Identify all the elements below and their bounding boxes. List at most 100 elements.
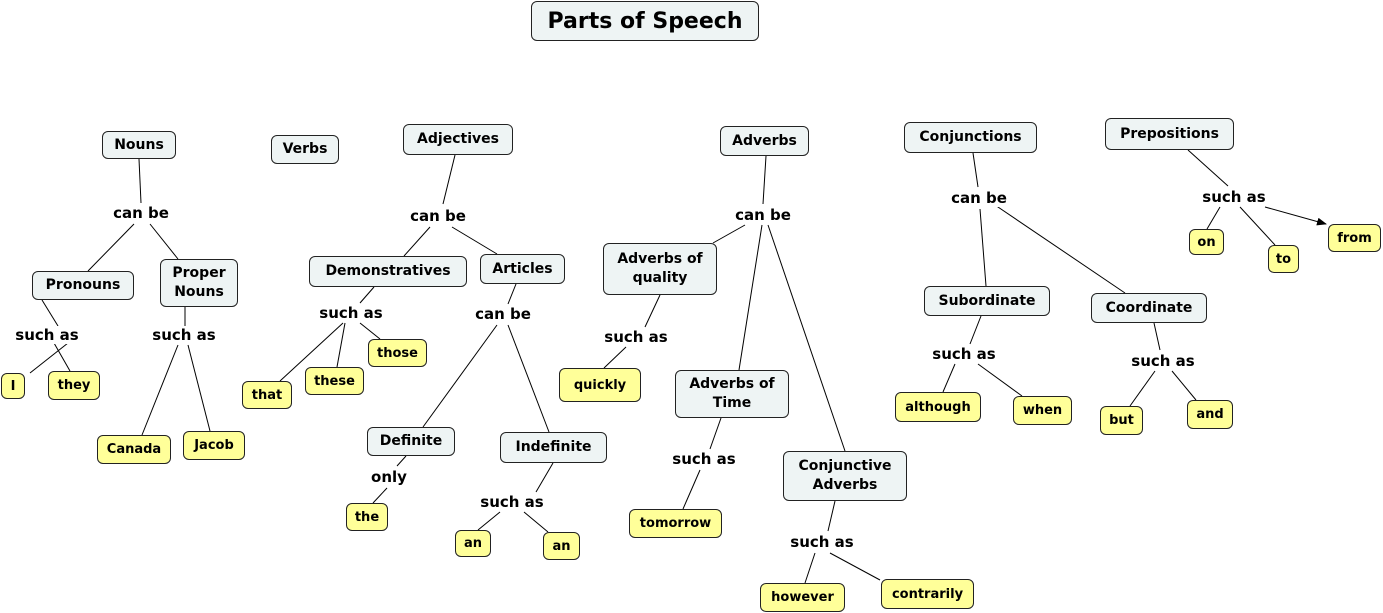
connector-line [372,487,388,504]
connector-line [994,204,1126,294]
link-label-indefinite-such-as[interactable]: such as [479,493,545,511]
example-node-from[interactable]: from [1328,224,1381,252]
concept-node-subordinate[interactable]: Subordinate [924,286,1050,316]
example-node-jacob[interactable]: Jacob [183,431,245,460]
connector-line [977,363,1023,397]
link-label-quality-such-as[interactable]: such as [603,328,669,346]
example-node-but[interactable]: but [1100,406,1143,435]
connector-line [138,158,142,204]
link-label-definite-only[interactable]: only [370,468,408,486]
connector-line [827,500,836,532]
connector-line [403,226,431,257]
arrow-connector [1264,206,1327,226]
example-node-i[interactable]: I [1,373,25,399]
connector-line [804,552,816,584]
connector-line [396,455,407,467]
connector-line [942,363,956,393]
link-label-time-such-as[interactable]: such as [671,450,737,468]
concept-node-adverbs-of-quality[interactable]: Adverbs of quality [603,243,717,295]
concept-node-adverbs-of-time[interactable]: Adverbs of Time [675,370,789,418]
connector-line [738,224,763,371]
connector-line [442,154,456,205]
example-node-those[interactable]: those [368,339,427,367]
concept-node-conjunctive-adverbs[interactable]: Conjunctive Adverbs [783,451,907,501]
example-node-these[interactable]: these [305,367,364,395]
connector-line [359,322,381,340]
concept-node-pronouns[interactable]: Pronouns [32,271,134,300]
connector-line [1129,370,1156,407]
connector-line [141,344,179,436]
connector-line [451,226,498,255]
connector-line [523,511,549,533]
link-label-articles-can-be[interactable]: can be [474,305,532,323]
example-node-and[interactable]: and [1187,400,1233,429]
example-node-on[interactable]: on [1189,229,1224,255]
link-label-conjunctive-such-as[interactable]: such as [789,533,855,551]
connector-line [507,324,550,433]
concept-node-adjectives[interactable]: Adjectives [403,124,513,155]
example-node-contrarily[interactable]: contrarily [881,579,974,609]
connector-line [829,552,881,581]
example-node-an-2[interactable]: an [543,532,580,560]
connector-line [644,294,661,328]
connector-line [712,224,746,244]
concept-node-proper-nouns[interactable]: Proper Nouns [160,259,238,307]
connector-line [709,417,722,450]
example-node-tomorrow[interactable]: tomorrow [629,509,722,538]
link-label-pronouns-such-as[interactable]: such as [14,326,80,344]
connector-line [767,224,846,452]
example-node-the[interactable]: the [346,503,388,531]
connector-line [535,462,554,493]
concept-node-indefinite[interactable]: Indefinite [500,432,607,463]
example-node-however[interactable]: however [760,583,845,612]
connector-line [477,511,501,531]
link-label-nouns-can-be[interactable]: can be [112,204,170,222]
link-label-proper-such-as[interactable]: such as [151,326,217,344]
connector-line [187,344,211,432]
concept-node-prepositions[interactable]: Prepositions [1105,118,1234,150]
link-label-conjunctions-can-be[interactable]: can be [950,189,1008,207]
concept-node-verbs[interactable]: Verbs [271,135,339,164]
connector-line [336,322,346,368]
concept-node-articles[interactable]: Articles [480,254,565,284]
connector-line [972,152,979,188]
concept-node-conjunctions[interactable]: Conjunctions [904,122,1037,153]
connector-line [279,322,344,382]
example-node-when[interactable]: when [1013,396,1072,425]
map-title[interactable]: Parts of Speech [531,1,759,41]
connector-line [1239,206,1276,246]
connector-line [149,223,179,260]
link-label-coordinate-such-as[interactable]: such as [1130,352,1196,370]
concept-node-nouns[interactable]: Nouns [102,131,176,159]
connector-line [979,208,987,287]
connector-line [1171,370,1197,401]
connector-line [41,299,59,327]
concept-node-demonstratives[interactable]: Demonstratives [309,256,467,287]
connector-line [53,342,71,372]
link-label-adverbs-can-be[interactable]: can be [734,206,792,224]
concept-node-adverbs[interactable]: Adverbs [720,126,809,156]
concept-node-coordinate[interactable]: Coordinate [1091,293,1207,323]
link-label-adjectives-can-be[interactable]: can be [409,207,467,225]
example-node-quickly[interactable]: quickly [559,368,641,402]
example-node-they[interactable]: they [48,371,100,400]
concept-node-definite[interactable]: Definite [367,427,455,456]
connector-line [422,324,498,428]
example-node-an-1[interactable]: an [455,530,491,557]
example-node-canada[interactable]: Canada [97,435,171,464]
example-node-to[interactable]: to [1268,245,1299,273]
connector-line [762,155,767,205]
example-node-that[interactable]: that [242,381,292,409]
connector-line [1153,322,1161,351]
link-label-demonstratives-such-as[interactable]: such as [318,304,384,322]
connector-line [603,346,627,369]
connector-line [969,315,982,345]
link-label-subordinate-such-as[interactable]: such as [931,345,997,363]
example-node-although[interactable]: although [895,392,981,422]
connector-line [359,286,375,304]
link-label-prepositions-such-as[interactable]: such as [1201,188,1267,206]
connector-line [682,469,701,510]
connector-line [87,223,135,272]
